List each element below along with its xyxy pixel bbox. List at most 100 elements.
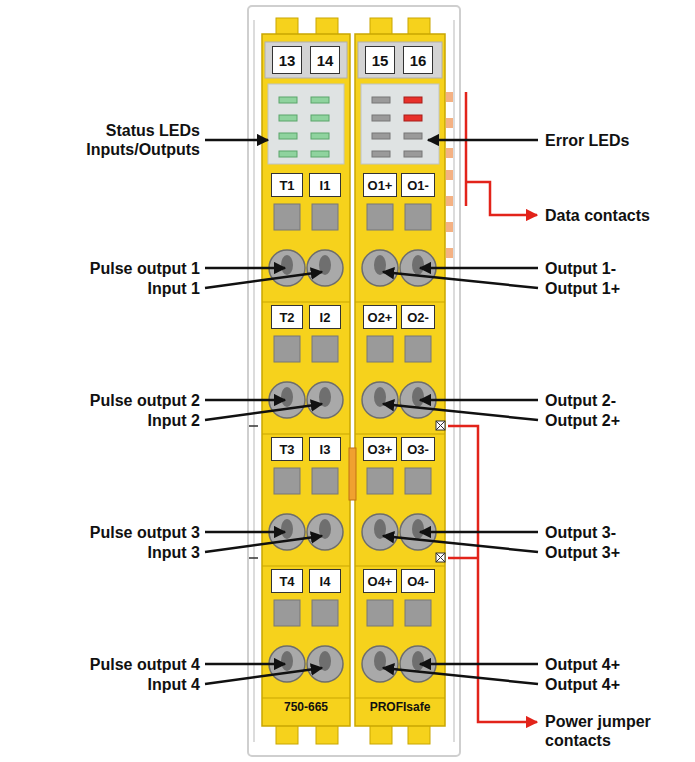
callout-label: Pulse output 2 (90, 391, 200, 410)
leader-arrows (205, 140, 538, 684)
callout-label: Error LEDs (545, 131, 629, 150)
terminal-label: O2+ (363, 305, 397, 329)
terminal-label: O3+ (363, 437, 397, 461)
data-contacts (446, 92, 453, 102)
data-contacts (446, 92, 453, 258)
module-housing (358, 42, 442, 78)
led-panel (372, 133, 390, 139)
power-jumper-marks (249, 557, 258, 559)
led-panel (404, 133, 422, 139)
power-jumper-marks (436, 421, 445, 430)
led-panel (372, 115, 390, 121)
data-contacts (446, 248, 453, 258)
terminal-label: O1- (401, 173, 435, 197)
leader-arrows (420, 663, 538, 666)
terminal-label: 15 (365, 46, 395, 74)
led-panel (279, 97, 297, 103)
leader-arrows (205, 139, 268, 142)
leader-arrows (383, 272, 538, 288)
callout-label: Power jumper contacts (545, 712, 690, 750)
terminal-label: 16 (403, 46, 433, 74)
callout-label: Output 4+ (545, 655, 620, 674)
data-contacts (446, 170, 453, 180)
leader-arrows (205, 272, 322, 288)
module-illustration (262, 336, 445, 434)
leader-arrows (420, 531, 538, 534)
led-panel (279, 133, 297, 139)
module-illustration (262, 600, 445, 698)
led-panel (311, 151, 329, 157)
led-panel (404, 97, 422, 103)
terminal-label: I1 (309, 173, 341, 197)
power-jumper-marks (436, 421, 445, 430)
callout-label: Input 3 (148, 543, 200, 562)
data-contacts (446, 196, 453, 206)
module-marking: PROFIsafe (370, 700, 431, 715)
power-jumper-marks (436, 553, 445, 562)
leader-arrows (383, 536, 538, 552)
callout-label: Output 2+ (545, 411, 620, 430)
led-panel (311, 115, 329, 121)
module-marking: 750-665 (284, 700, 328, 715)
callout-label: Input 2 (148, 411, 200, 430)
module-housing (276, 724, 298, 744)
led-panel (279, 115, 297, 121)
power-jumper-marks (436, 553, 445, 562)
callout-label: Pulse output 3 (90, 523, 200, 542)
module-housing (408, 724, 430, 744)
data-contacts (446, 148, 453, 158)
terminal-label: O4+ (363, 569, 397, 593)
rail-frame (453, 20, 455, 742)
led-panel (279, 151, 297, 157)
leader-arrows (205, 404, 322, 420)
module-housing (262, 18, 445, 744)
led-panel (404, 115, 422, 121)
led-panel (311, 133, 329, 139)
terminal-label: T1 (271, 173, 303, 197)
terminal-label: O1+ (363, 173, 397, 197)
led-panel (268, 84, 344, 164)
callout-label: Output 2- (545, 391, 616, 410)
terminal-label: O4- (401, 569, 435, 593)
red-brackets (448, 557, 478, 560)
callout-label: Data contacts (545, 206, 650, 225)
led-panel (372, 151, 390, 157)
leader-arrows (420, 399, 538, 402)
callout-label: Input 4 (148, 675, 200, 694)
red-brackets (448, 426, 537, 722)
leader-arrows (205, 531, 285, 534)
led-panel (268, 84, 439, 164)
leader-arrows (205, 668, 322, 684)
leader-arrows (420, 267, 538, 270)
rail-frame (248, 6, 460, 756)
red-brackets (448, 92, 537, 722)
power-jumper-marks (249, 425, 258, 427)
module-housing (370, 724, 392, 744)
data-contacts (446, 118, 453, 128)
terminal-label: I4 (309, 569, 341, 593)
module-housing (265, 42, 347, 78)
terminal-label: 14 (310, 46, 340, 74)
module-housing (316, 724, 338, 744)
led-panel (311, 97, 329, 103)
leader-arrows (205, 399, 285, 402)
led-panel (372, 97, 390, 103)
leader-arrows (383, 404, 538, 420)
callout-label: Pulse output 4 (90, 655, 200, 674)
status-indicator (349, 448, 356, 500)
terminal-label: O3- (401, 437, 435, 461)
callout-label: Pulse output 1 (90, 259, 200, 278)
callout-label: Output 3+ (545, 543, 620, 562)
callout-label: Status LEDs Inputs/Outputs (70, 121, 200, 159)
leader-arrows (205, 536, 322, 552)
module-illustration (262, 204, 445, 302)
callout-label: Output 3- (545, 523, 616, 542)
callout-label: Output 1- (545, 259, 616, 278)
callout-label: Output 1+ (545, 279, 620, 298)
leader-arrows (205, 663, 285, 666)
terminal-label: I3 (309, 437, 341, 461)
red-brackets (466, 182, 537, 215)
status-indicator (349, 448, 356, 500)
